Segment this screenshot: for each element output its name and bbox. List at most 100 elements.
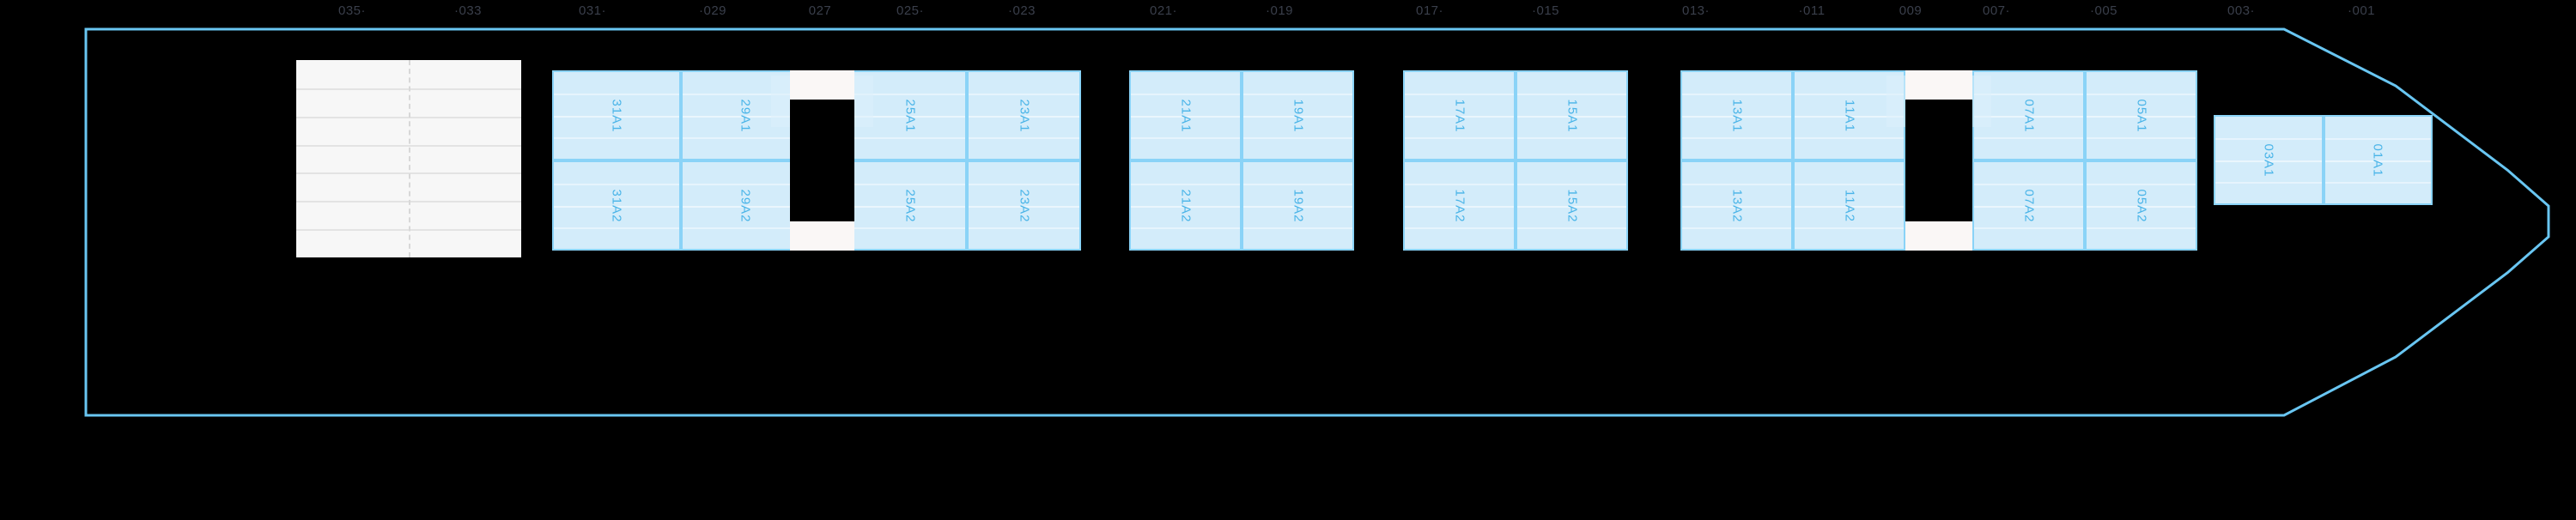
cabin-inner-divider [683,136,808,139]
bank-03-01[interactable]: 03A1 01A1 [2214,115,2433,205]
cabin-inner-divider [1243,227,1352,229]
cabin-15A1[interactable]: 15A1 [1516,70,1628,160]
cabin-label: 07A2 [2021,188,2036,223]
cabin-inner-divider [854,94,965,96]
cabin-label: 19A2 [1291,188,1305,223]
cabin-inner-divider [969,227,1079,229]
cabin-inner-divider [1131,94,1240,96]
cabin-label: 13A1 [1729,98,1744,133]
service-area[interactable] [296,60,521,257]
cabin-17A1[interactable]: 17A1 [1403,70,1516,160]
cabin-inner-divider [1682,205,1791,208]
cabin-inner-divider [1682,227,1791,229]
cabin-21A1[interactable]: 21A1 [1129,70,1242,160]
cabin-inner-divider [1405,184,1514,186]
cabin-23A1[interactable]: 23A1 [967,70,1081,160]
cabin-inner-divider [683,94,808,96]
cabin-label: 23A2 [1017,188,1031,223]
cabin-inner-divider [969,136,1079,139]
stairwell-midship[interactable] [1905,70,1972,251]
cabin-inner-divider [1243,115,1352,118]
cabin-inner-divider [683,115,808,118]
stairwell-forward-aft[interactable] [790,70,854,251]
cabin-label: 31A1 [609,98,624,133]
service-centerline [409,60,410,257]
frame-tick-031: 031· [578,3,607,18]
bank-25-23[interactable]: 25A1 23A1 25A2 23A2 [853,70,1081,251]
cabin-25A2[interactable]: 25A2 [853,160,967,251]
cabin-inner-divider [1517,94,1626,96]
cabin-03A1[interactable]: 03A1 [2214,115,2324,205]
cabin-label: 05A1 [2134,98,2148,133]
cabin-07A2[interactable]: 07A2 [1972,160,2085,251]
cabin-inner-divider [1243,205,1352,208]
cabin-inner-divider [2087,94,2196,96]
cabin-inner-divider [854,227,965,229]
cabin-inner-divider [1974,136,2083,139]
cabin-31A1[interactable]: 31A1 [552,70,681,160]
cabin-inner-divider [1243,136,1352,139]
cabin-17A2[interactable]: 17A2 [1403,160,1516,251]
frame-tick-007: 007· [1982,3,2011,18]
cabin-15A2[interactable]: 15A2 [1516,160,1628,251]
cabin-19A2[interactable]: 19A2 [1242,160,1354,251]
cabin-inner-divider [2215,181,2322,184]
cabin-inner-divider [2087,184,2196,186]
stairwell-side-panel [1972,76,1991,127]
stairwell-side-panel [1886,76,1905,127]
cabin-05A2[interactable]: 05A2 [2085,160,2197,251]
cabin-inner-divider [854,115,965,118]
cabin-inner-divider [1517,205,1626,208]
cabin-23A2[interactable]: 23A2 [967,160,1081,251]
cabin-label: 01A1 [2370,142,2385,178]
cabin-inner-divider [2087,136,2196,139]
cabin-label: 11A1 [1842,99,1856,132]
frame-tick-015: ·015 [1531,3,1560,18]
cabin-inner-divider [854,205,965,208]
cabin-inner-divider [1795,184,1904,186]
cabin-13A1[interactable]: 13A1 [1680,70,1793,160]
cabin-19A1[interactable]: 19A1 [1242,70,1354,160]
cabin-inner-divider [1795,94,1904,96]
cabin-inner-divider [1131,227,1240,229]
frame-tick-027: 027 [808,3,832,18]
cabin-inner-divider [1517,115,1626,118]
cabin-inner-divider [1795,136,1904,139]
frame-tick-025: 025· [896,3,925,18]
cabin-13A2[interactable]: 13A2 [1680,160,1793,251]
frame-tick-009: 009 [1899,3,1923,18]
cabin-inner-divider [854,136,965,139]
frame-tick-005: ·005 [2089,3,2118,18]
cabin-label: 15A2 [1564,188,1579,223]
cabin-inner-divider [2087,227,2196,229]
cabin-inner-divider [1405,205,1514,208]
cabin-29A1[interactable]: 29A1 [681,70,810,160]
cabin-01A1[interactable]: 01A1 [2323,115,2433,205]
cabin-21A2[interactable]: 21A2 [1129,160,1242,251]
cabin-inner-divider [1517,184,1626,186]
stairwell-landing [1905,221,1972,251]
cabin-inner-divider [1243,94,1352,96]
cabin-29A2[interactable]: 29A2 [681,160,810,251]
cabin-inner-divider [554,136,679,139]
cabin-label: 25A1 [902,98,917,133]
frame-tick-011: ·011 [1798,3,1826,18]
cabin-05A1[interactable]: 05A1 [2085,70,2197,160]
stairwell-side-panel [854,76,873,127]
frame-tick-019: ·019 [1265,3,1294,18]
cabin-label: 13A2 [1729,188,1744,223]
cabin-11A2[interactable]: 11A2 [1793,160,1905,251]
bank-13-11[interactable]: 13A1 11A1 13A2 11A2 [1680,70,1905,251]
stairwell-landing [790,221,854,251]
cabin-label: 17A2 [1452,188,1467,223]
frame-tick-035: 035· [337,3,367,18]
cabin-31A2[interactable]: 31A2 [552,160,681,251]
cabin-label: 23A1 [1017,98,1031,133]
